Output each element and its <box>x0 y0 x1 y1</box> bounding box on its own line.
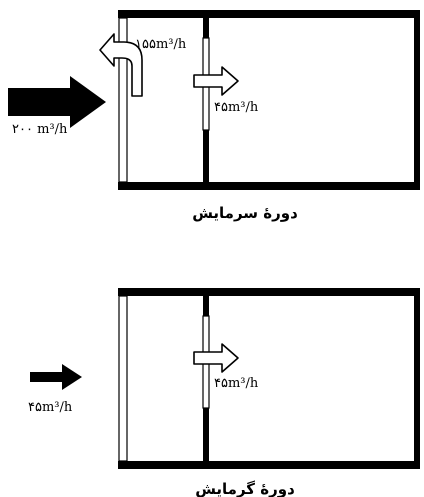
exhaust-arrow <box>99 33 143 97</box>
window-opening <box>118 17 128 183</box>
transfer-flow-label: ۴۵m³/h <box>214 376 259 391</box>
right-wall <box>414 288 420 469</box>
partition-wall-upper <box>203 296 209 316</box>
transfer-arrow <box>193 343 239 373</box>
heating-caption: دورهٔ گرمایش <box>195 480 295 497</box>
bottom-wall <box>118 182 420 190</box>
heating-period-diagram: ۴۵m³/h ۴۵m³/h دورهٔ گرمایش <box>28 288 420 497</box>
partition-wall-lower <box>203 408 209 461</box>
partition-wall-lower <box>203 130 209 182</box>
inlet-flow-label: ۴۵m³/h <box>28 400 73 415</box>
bottom-wall <box>118 461 420 469</box>
right-wall <box>414 10 420 190</box>
inlet-flow-label: ۲۰۰ m³/h <box>12 122 68 137</box>
cooling-caption: دورهٔ سرمایش <box>192 204 298 222</box>
exhaust-flow-label: ۱۵۵m³/h <box>135 37 187 52</box>
top-wall <box>118 10 420 18</box>
top-wall <box>118 288 420 296</box>
cooling-period-diagram: ۲۰۰ m³/h ۱۵۵m³/h ۴۵m³/h دورهٔ سرمایش <box>8 10 420 222</box>
partition-wall-upper <box>203 18 209 38</box>
inlet-arrow <box>8 76 106 128</box>
transfer-arrow <box>193 66 239 96</box>
transfer-flow-label: ۴۵m³/h <box>214 100 259 115</box>
window-opening <box>118 295 128 462</box>
inlet-arrow <box>30 364 82 390</box>
